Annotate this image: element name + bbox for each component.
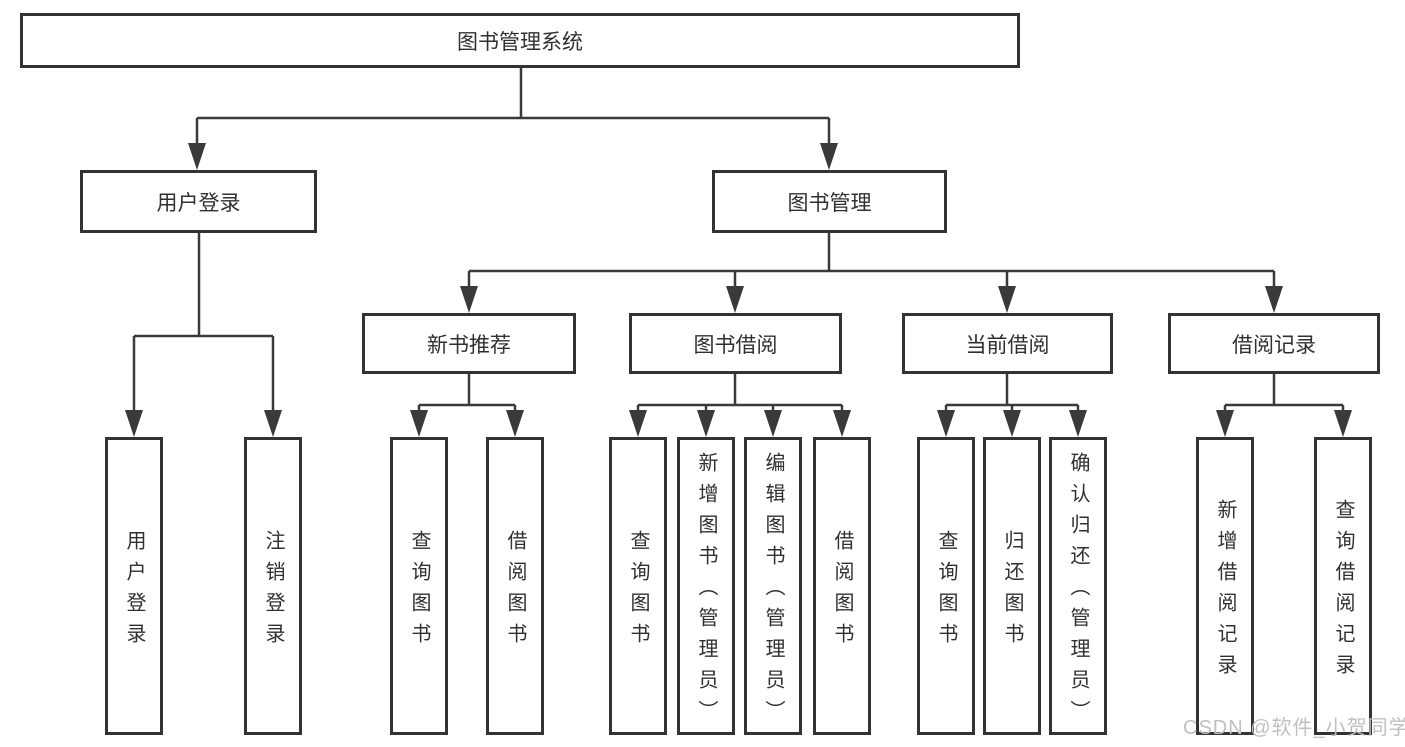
node-label: 当前借阅: [965, 333, 1050, 357]
node-label: 查询借阅记录: [1332, 498, 1354, 685]
leaf-logout: 注销登录: [244, 437, 302, 735]
node-label: 编辑图书（管理员）: [762, 452, 784, 731]
node-label: 用户登录: [123, 529, 145, 654]
node-label: 查询图书: [627, 529, 649, 654]
leaf-edit-books-admin: 编辑图书（管理员）: [744, 437, 802, 735]
leaf-return-books: 归还图书: [983, 437, 1041, 735]
leaf-query-books-borrow: 查询图书: [609, 437, 667, 735]
node-label: 借阅图书: [831, 529, 853, 654]
csdn-watermark: CSDN @软件_小贺同学: [1183, 717, 1405, 739]
node-label: 图书借阅: [693, 333, 778, 357]
node-label: 注销登录: [262, 529, 284, 654]
node-label: 借阅记录: [1232, 333, 1316, 357]
node-label: 新增借阅记录: [1214, 498, 1236, 685]
leaf-add-borrow-record: 新增借阅记录: [1196, 437, 1254, 735]
node-label: 确认归还（管理员）: [1067, 452, 1089, 731]
node-label: 用户登录: [156, 191, 241, 215]
node-user-login-branch: 用户登录: [80, 170, 317, 233]
node-book-borrow: 图书借阅: [629, 313, 842, 374]
node-new-book-recommend: 新书推荐: [362, 313, 576, 374]
leaf-confirm-return-admin: 确认归还（管理员）: [1049, 437, 1107, 735]
node-book-management-branch: 图书管理: [712, 170, 947, 233]
node-label: 新书推荐: [427, 333, 511, 357]
leaf-borrow-books-recommend: 借阅图书: [486, 437, 544, 735]
node-label: 归还图书: [1001, 529, 1023, 654]
node-label: 图书管理系统: [457, 30, 583, 54]
node-label: 查询图书: [408, 529, 430, 654]
node-root-system: 图书管理系统: [20, 13, 1020, 68]
node-label: 查询图书: [935, 529, 957, 654]
node-borrow-records: 借阅记录: [1168, 313, 1380, 374]
node-label: 借阅图书: [504, 529, 526, 654]
node-label: 新增图书（管理员）: [695, 452, 717, 731]
leaf-borrow-books: 借阅图书: [813, 437, 871, 735]
leaf-user-login: 用户登录: [105, 437, 163, 735]
leaf-query-books-current: 查询图书: [917, 437, 975, 735]
leaf-add-books-admin: 新增图书（管理员）: [677, 437, 735, 735]
leaf-query-books-recommend: 查询图书: [390, 437, 448, 735]
node-label: 图书管理: [787, 191, 872, 215]
leaf-query-borrow-record: 查询借阅记录: [1314, 437, 1372, 735]
node-current-borrow: 当前借阅: [902, 313, 1113, 374]
